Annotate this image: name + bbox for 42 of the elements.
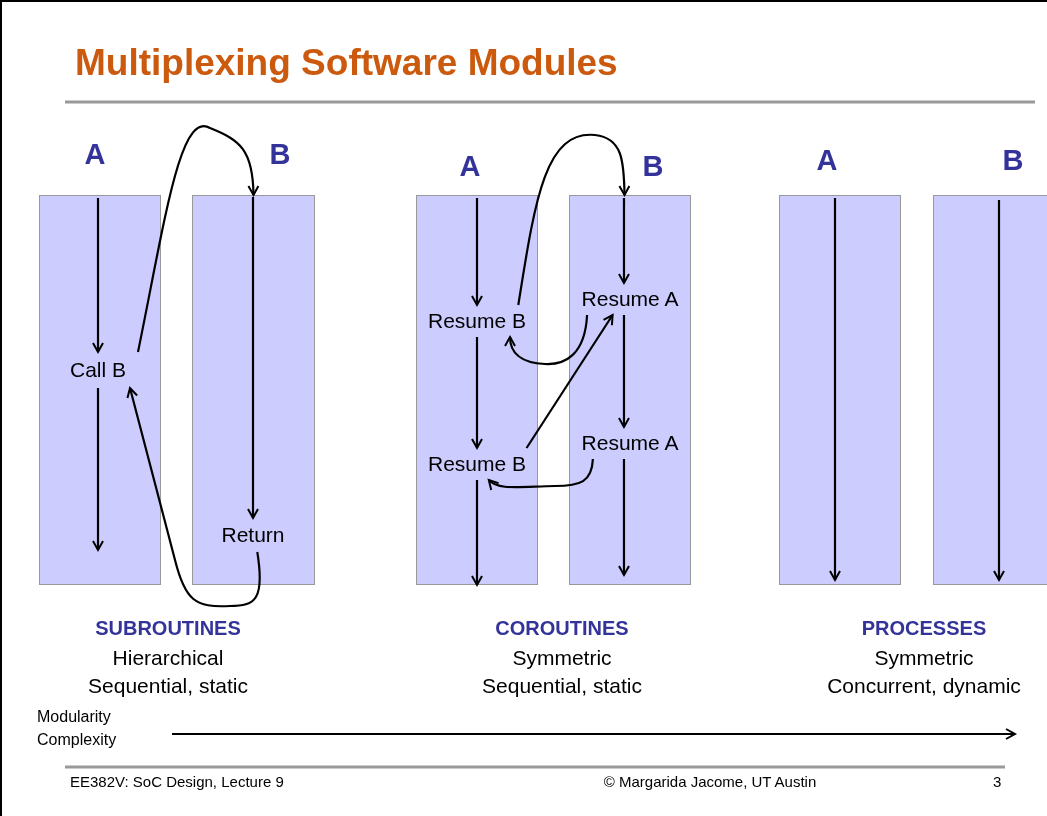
step-label: Resume A bbox=[572, 283, 688, 315]
step-label: Resume A bbox=[572, 427, 688, 459]
category-heading: COROUTINES bbox=[494, 617, 630, 640]
axis-label: Modularity bbox=[37, 708, 111, 726]
step-label: Resume B bbox=[418, 305, 536, 337]
lane-heading: A bbox=[83, 138, 107, 171]
category-heading: SUBROUTINES bbox=[94, 617, 242, 640]
step-label: Return bbox=[210, 518, 296, 552]
footer-text: EE382V: SoC Design, Lecture 9 bbox=[70, 773, 284, 790]
slide-title: Multiplexing Software Modules bbox=[75, 42, 618, 84]
flow-arrow bbox=[92, 198, 104, 353]
flow-arrow bbox=[525, 314, 614, 449]
flow-arrow bbox=[136, 125, 260, 353]
flow-arrow bbox=[126, 387, 261, 608]
description-text: Symmetric bbox=[873, 646, 975, 670]
lane-heading: A bbox=[815, 144, 839, 177]
lane-heading: A bbox=[458, 150, 482, 183]
description-text: Sequential, static bbox=[87, 674, 249, 698]
step-label: Call B bbox=[58, 352, 138, 388]
lane-heading: B bbox=[641, 150, 665, 183]
lane-heading: B bbox=[268, 138, 292, 171]
description-text: Hierarchical bbox=[111, 646, 225, 670]
footer-text: © Margarida Jacome, UT Austin bbox=[602, 773, 818, 790]
flow-arrow bbox=[471, 198, 483, 306]
flow-arrow bbox=[504, 314, 589, 366]
flow-arrow bbox=[517, 133, 631, 306]
flow-arrow bbox=[471, 337, 483, 449]
flow-arrow bbox=[618, 459, 630, 576]
description-text: Sequential, static bbox=[481, 674, 643, 698]
lane-heading: B bbox=[1001, 144, 1025, 177]
flow-arrow bbox=[247, 197, 259, 519]
flow-arrow bbox=[487, 458, 594, 491]
description-text: Concurrent, dynamic bbox=[826, 674, 1022, 698]
flow-arrow bbox=[92, 388, 104, 551]
flow-arrow bbox=[617, 315, 630, 428]
step-label: Resume B bbox=[418, 448, 536, 480]
category-heading: PROCESSES bbox=[860, 617, 988, 640]
flow-arrow bbox=[471, 480, 483, 586]
flow-arrow bbox=[617, 198, 630, 284]
page-number: 3 bbox=[993, 773, 1002, 790]
description-text: Symmetric bbox=[511, 646, 613, 670]
axis-label: Complexity bbox=[37, 731, 117, 749]
